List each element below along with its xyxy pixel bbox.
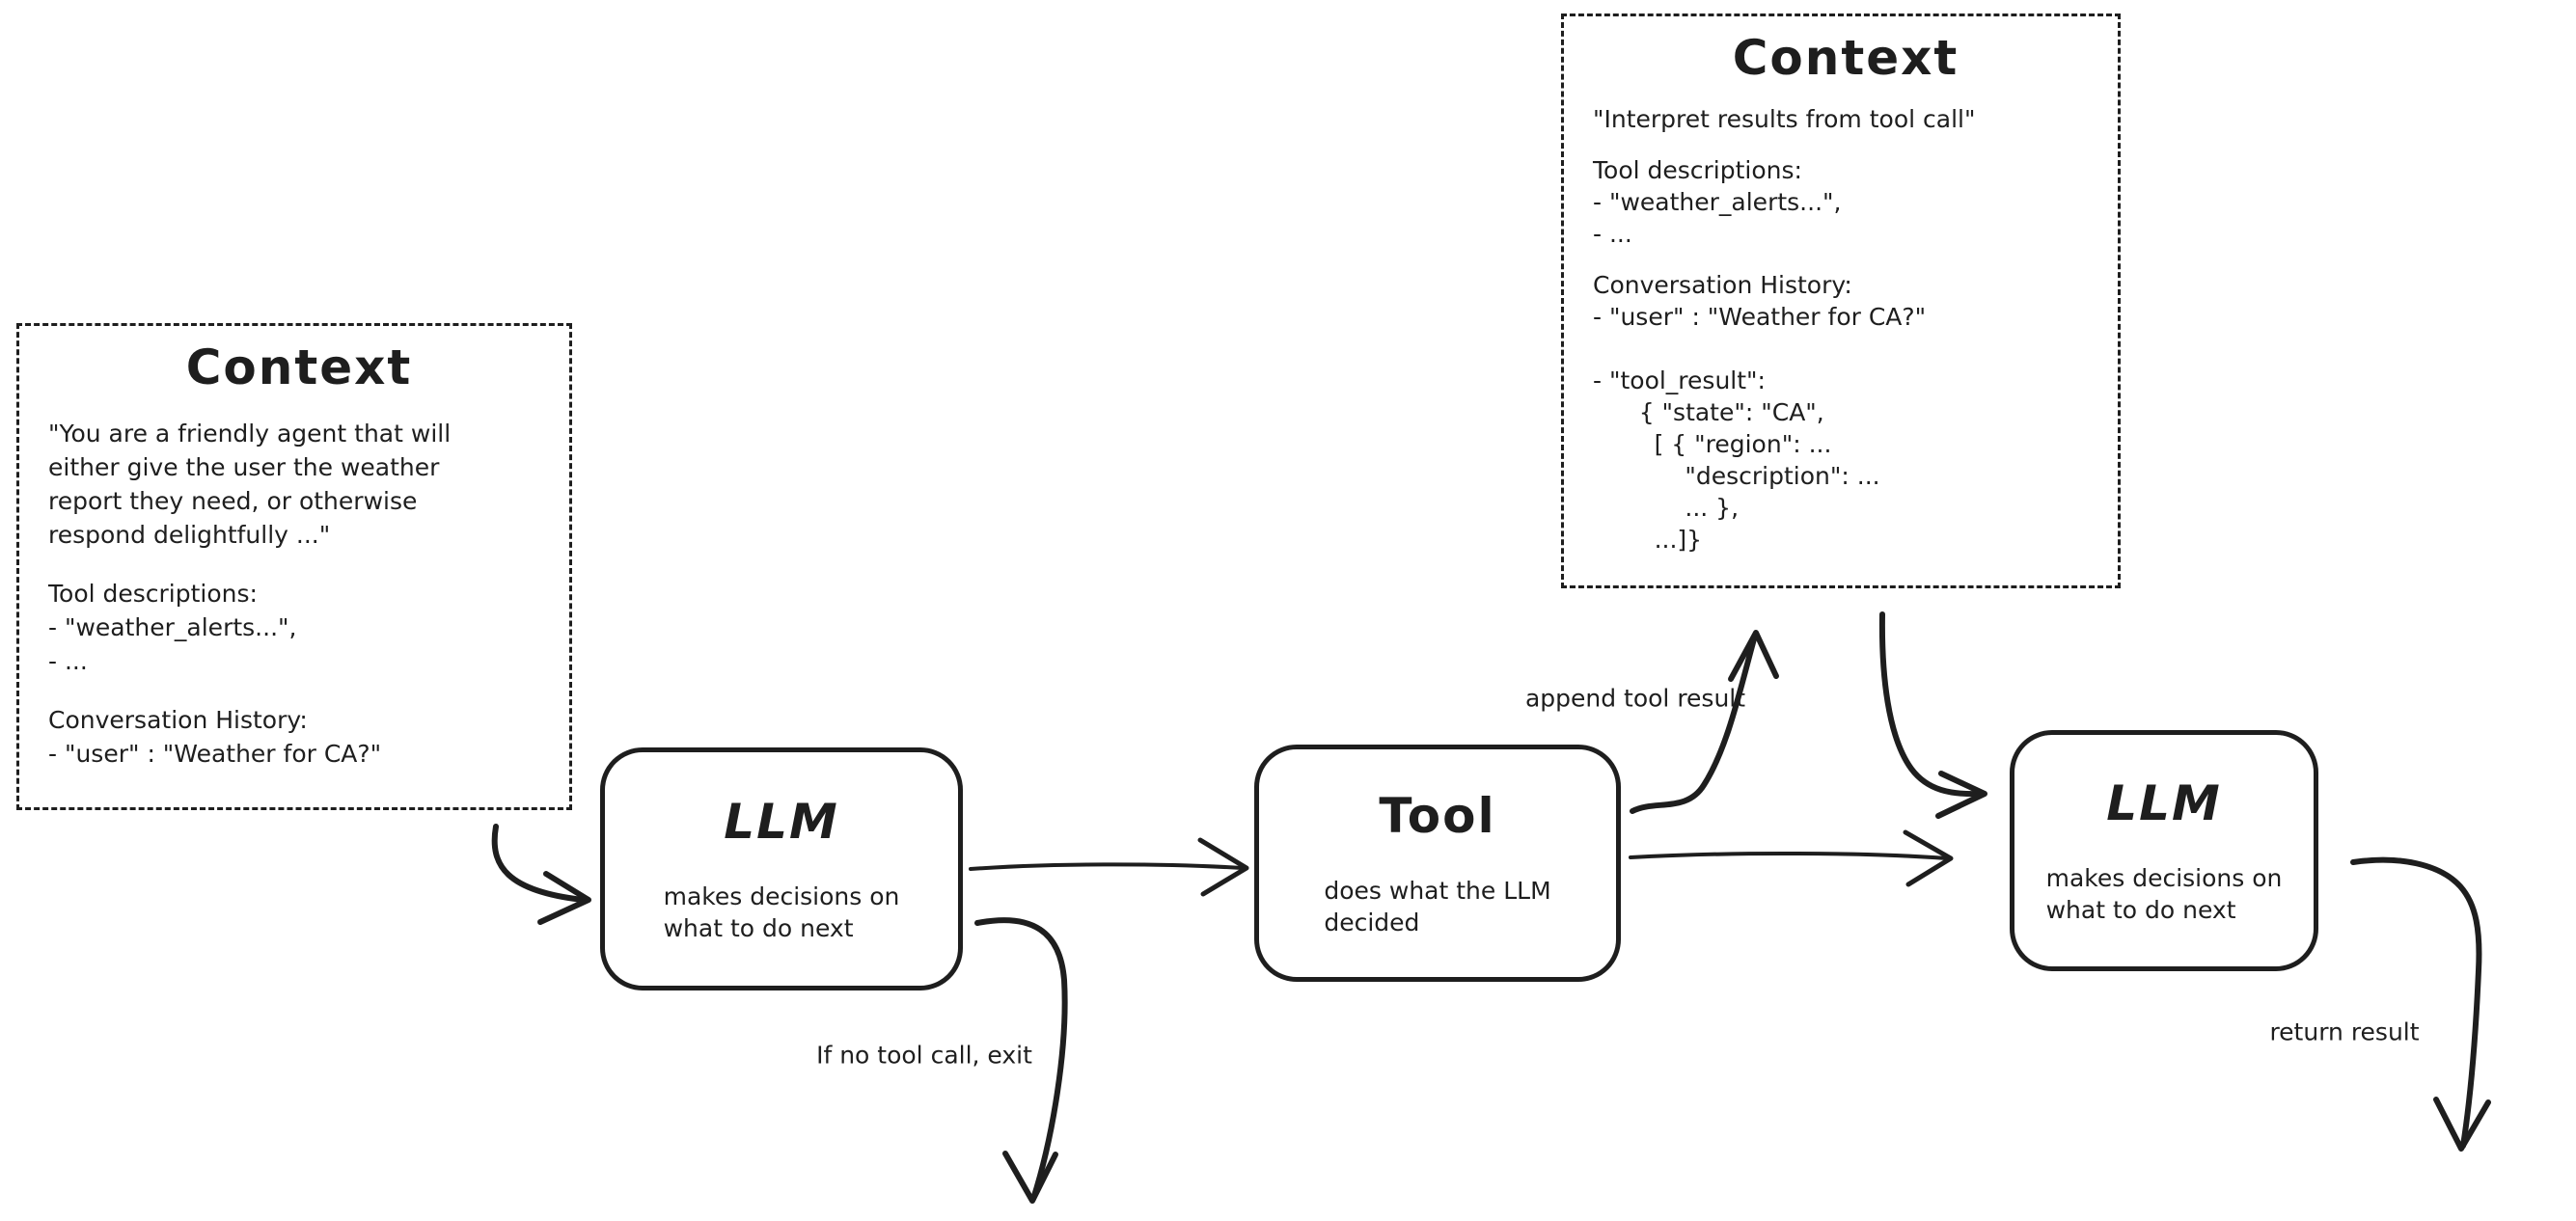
- context-box-right: Context "Interpret results from tool cal…: [1561, 14, 2121, 588]
- arrow-context-left-to-llm1: [491, 824, 591, 925]
- context-box-left: Context "You are a friendly agent that w…: [16, 323, 572, 810]
- context-left-system-prompt: "You are a friendly agent that will eith…: [48, 420, 452, 549]
- arrow-tool-to-llm2: [1629, 829, 1954, 887]
- context-right-instruction: "Interpret results from tool call": [1593, 105, 1976, 133]
- node-llm-2: LLM makes decisions on what to do next: [2010, 730, 2318, 971]
- context-right-title: Context: [1732, 30, 1959, 86]
- arrow-llm1-to-tool: [969, 837, 1249, 897]
- node-tool-title: Tool: [1379, 788, 1496, 844]
- label-return-result: return result: [2269, 1018, 2420, 1046]
- context-right-tool-descriptions: Tool descriptions: - "weather_alerts..."…: [1593, 156, 1842, 248]
- context-left-tool-descriptions: Tool descriptions: - "weather_alerts..."…: [48, 580, 297, 675]
- arrow-tool-to-context-right: [1630, 630, 1779, 814]
- context-left-title: Context: [185, 339, 413, 395]
- node-llm-2-title: LLM: [2106, 775, 2222, 831]
- node-llm-2-subtitle: makes decisions on what to do next: [2045, 864, 2283, 924]
- node-llm-1-subtitle: makes decisions on what to do next: [663, 882, 900, 942]
- context-right-conversation-history: Conversation History: - "user" : "Weathe…: [1593, 271, 1927, 554]
- label-if-no-tool-call-exit: If no tool call, exit: [816, 1041, 1032, 1070]
- arrow-llm2-return: [2350, 856, 2491, 1152]
- node-tool: Tool does what the LLM decided: [1254, 745, 1621, 982]
- arrow-context-right-to-llm2: [1878, 611, 1987, 819]
- context-left-conversation-history: Conversation History: - "user" : "Weathe…: [48, 706, 382, 768]
- node-tool-subtitle: does what the LLM decided: [1324, 877, 1551, 936]
- node-llm-1: LLM makes decisions on what to do next: [600, 747, 963, 990]
- label-append-tool-result: append tool result: [1524, 684, 1746, 713]
- node-llm-1-title: LLM: [724, 794, 839, 850]
